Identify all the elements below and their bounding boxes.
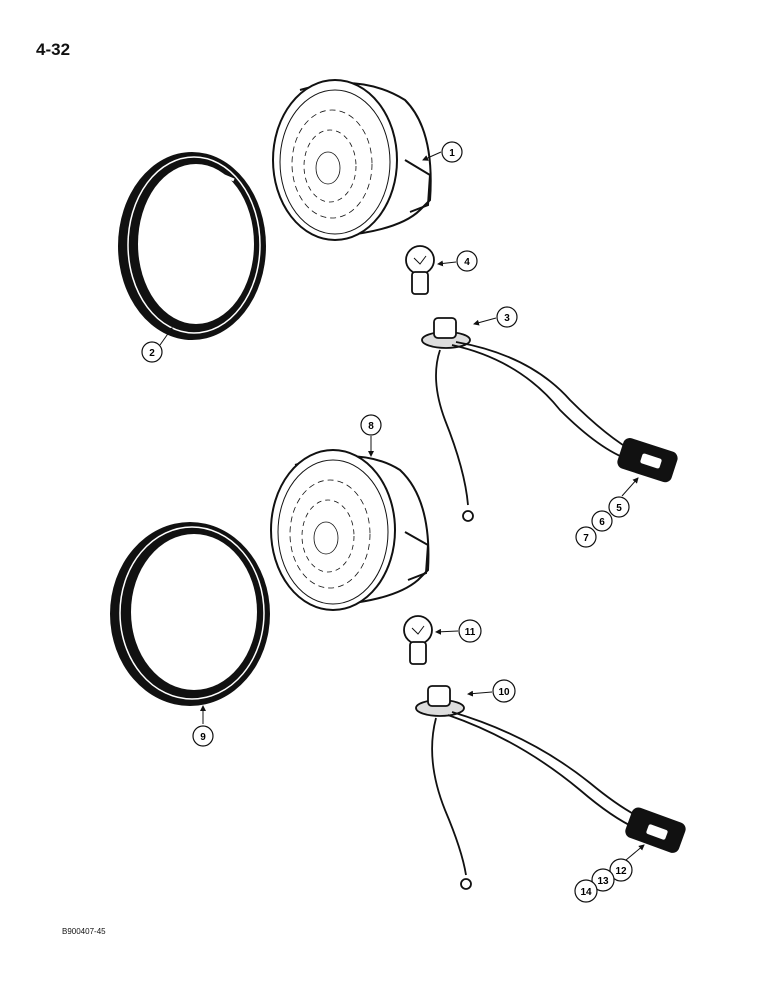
- callout-label: 5: [616, 503, 622, 514]
- bulb-upper: [405, 245, 435, 295]
- callout-9: 9: [192, 705, 214, 747]
- callout-14: 14: [574, 879, 598, 903]
- lens-upper: [272, 79, 432, 241]
- lens-lower: [270, 449, 430, 611]
- callout-1: 1: [422, 141, 463, 163]
- socket-harness-upper: [421, 317, 678, 522]
- callout-label: 12: [615, 866, 627, 877]
- callout-8: 8: [360, 414, 382, 457]
- figure-code: B900407-45: [62, 927, 106, 936]
- callout-label: 7: [583, 533, 589, 544]
- callout-3: 3: [473, 306, 518, 328]
- callout-4: 4: [437, 250, 478, 272]
- socket-harness-lower: [415, 685, 686, 890]
- callout-label: 9: [200, 732, 206, 743]
- bulb-lower: [403, 615, 433, 665]
- callout-label: 10: [498, 687, 510, 698]
- callout-label: 2: [149, 348, 155, 359]
- callout-label: 6: [599, 517, 605, 528]
- callout-5: 5: [608, 477, 639, 518]
- callout-12: 12: [609, 844, 645, 882]
- callout-label: 3: [504, 313, 510, 324]
- callout-label: 13: [597, 876, 609, 887]
- gasket-ring-upper: [118, 152, 266, 340]
- callout-label: 4: [464, 257, 470, 268]
- callout-2: 2: [141, 327, 173, 363]
- callout-6: 6: [591, 510, 613, 532]
- page-number: 4-32: [36, 40, 71, 59]
- callout-label: 11: [465, 627, 476, 638]
- gasket-ring-lower: [110, 522, 270, 706]
- callout-label: 8: [368, 421, 374, 432]
- callout-label: 1: [449, 148, 455, 159]
- callout-11: 11: [435, 619, 482, 643]
- callout-10: 10: [467, 679, 516, 703]
- callout-7: 7: [575, 526, 597, 548]
- callout-13: 13: [591, 868, 615, 892]
- callout-label: 14: [580, 887, 592, 898]
